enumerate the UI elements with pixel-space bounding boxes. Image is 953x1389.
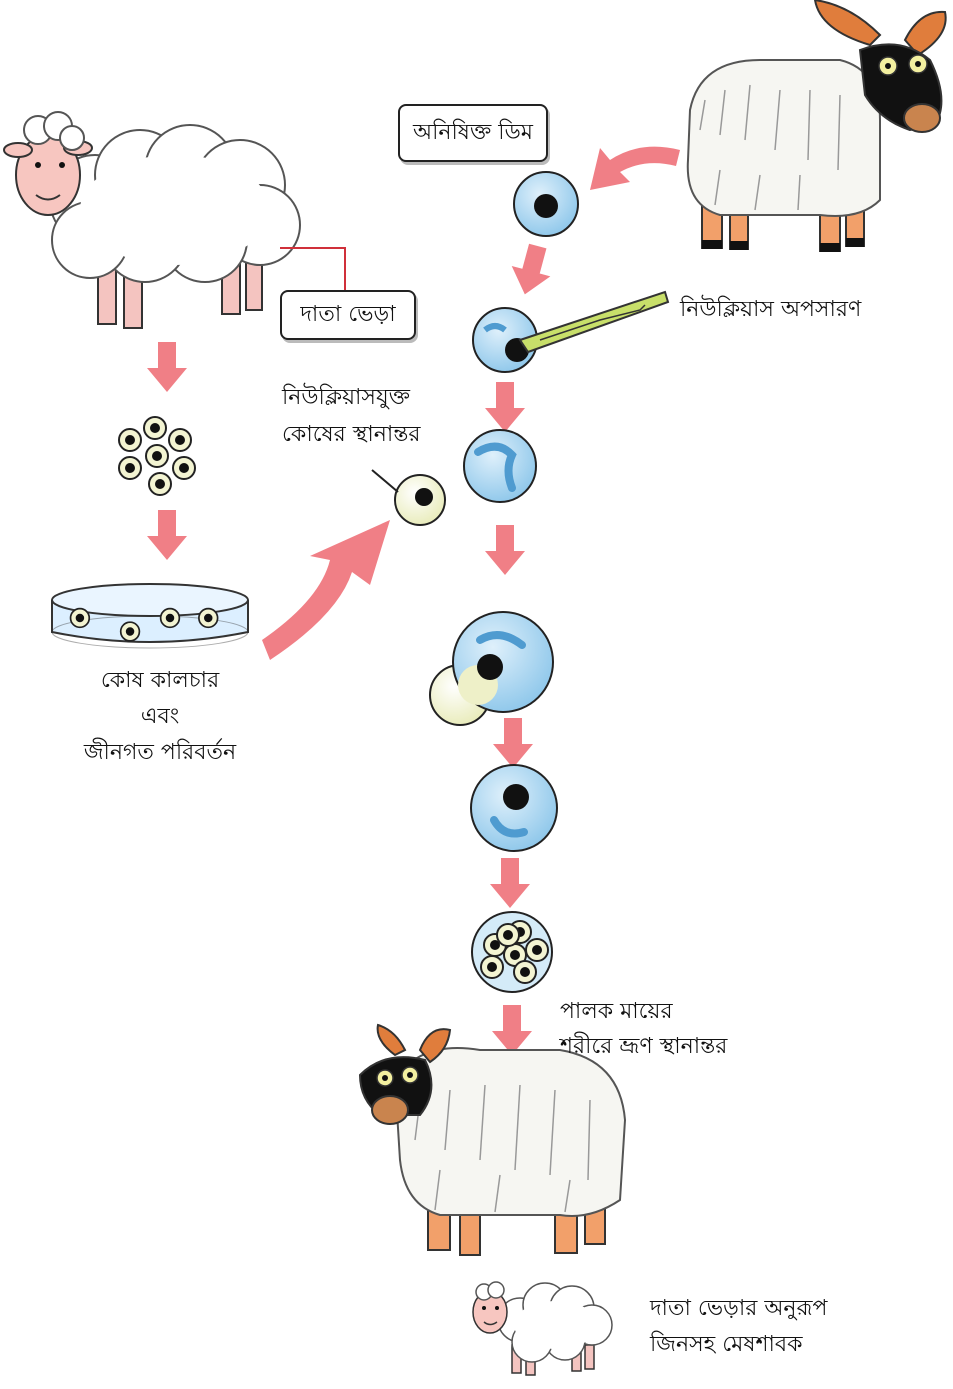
- surrogate-label-line1: পালক মায়ের: [560, 995, 673, 1029]
- embryo-cluster: [472, 912, 552, 992]
- transfer-label-pointer: [372, 470, 398, 492]
- arrow-embryo-to-surrogate: [492, 1005, 532, 1055]
- pipette-needle: [520, 292, 668, 352]
- arrow-egg-to-enucleation: [506, 241, 558, 300]
- unfertilized-egg-cell: [514, 172, 578, 236]
- cloned-lamb-label-line1: দাতা ভেড়ার অনুরূপ: [650, 1292, 827, 1326]
- cell-culture-label-line3: জীনগত পরিবর্তন: [40, 736, 280, 770]
- fusion-cells: [430, 612, 553, 725]
- donor-sheep-label: দাতা ভেড়া: [280, 290, 416, 340]
- donor-sheep-illustration: [4, 112, 300, 328]
- nucleated-cell-transfer-label-line1: নিউক্লিয়াসযুক্ত: [282, 381, 410, 415]
- cell-culture-label-line2: এবং: [40, 700, 280, 734]
- donor-label-connector: [280, 248, 345, 290]
- nucleated-cell-transfer-label-line2: কোষের স্থানান্তর: [282, 418, 420, 452]
- surrogate-label-line2: শরীরে ভ্রূণ স্থানান্তর: [560, 1030, 727, 1064]
- egg-donor-goat-illustration: [688, 0, 946, 252]
- unfertilized-egg-label: অনিষিক্ত ডিম: [398, 104, 548, 162]
- arrow-enucleation-to-empty: [485, 382, 525, 432]
- culture-to-transfer-arrow: [262, 520, 390, 660]
- arrow-sheep-to-cells: [147, 342, 187, 392]
- donor-nucleated-cell: [395, 475, 445, 525]
- cloned-lamb-illustration: [473, 1282, 612, 1375]
- donor-somatic-cells: [119, 417, 195, 495]
- nucleus-removal-label: নিউক্লিয়াস অপসারণ: [680, 293, 861, 327]
- arrow-fusion-to-reconstructed: [493, 718, 533, 768]
- goat-to-egg-arrow: [590, 147, 680, 190]
- reconstructed-egg-cell: [471, 765, 557, 851]
- arrow-empty-to-fusion: [485, 525, 525, 575]
- petri-dish: [52, 584, 248, 648]
- cloned-lamb-label-line2: জিনসহ মেষশাবক: [650, 1328, 803, 1362]
- cell-culture-label-line1: কোষ কালচার: [40, 664, 280, 698]
- arrow-reconstructed-to-embryo: [490, 858, 530, 908]
- enucleated-egg-cell: [464, 430, 536, 502]
- arrow-cells-to-culture: [147, 510, 187, 560]
